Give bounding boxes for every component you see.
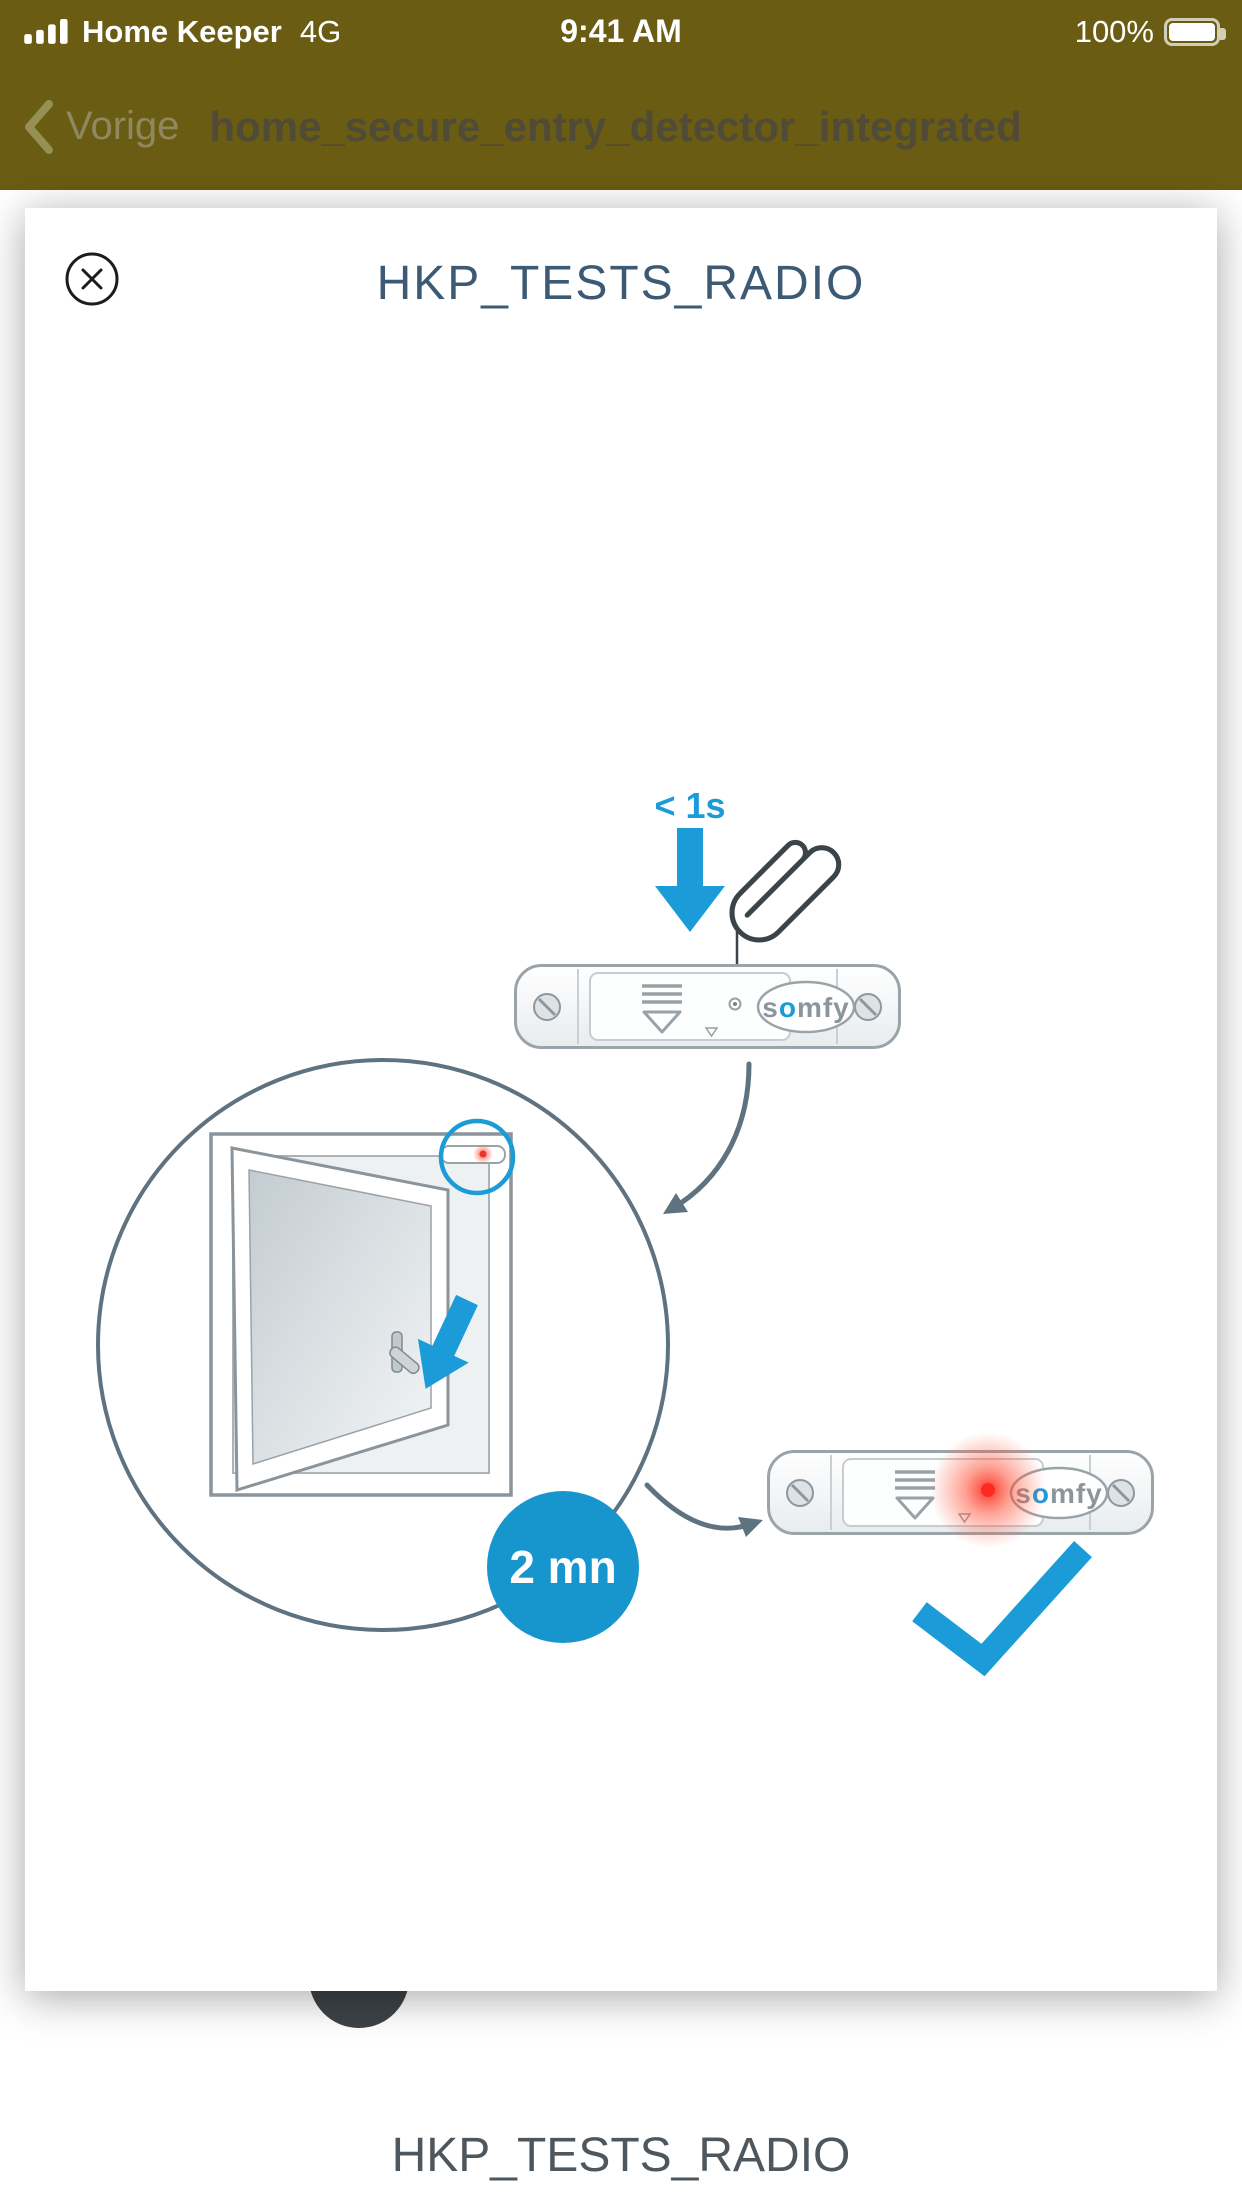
led-dot xyxy=(981,1483,995,1497)
wait-time-badge: 2 mn xyxy=(487,1491,639,1643)
press-duration-label: < 1s xyxy=(654,785,725,826)
press-arrow-icon xyxy=(655,828,725,932)
instruction-illustration: somfy < 1s xyxy=(96,785,1155,1677)
wait-duration-label: 2 mn xyxy=(509,1541,616,1593)
sensor-led xyxy=(479,1150,487,1158)
status-bar: Home Keeper 4G 9:41 AM 100% xyxy=(0,0,1242,63)
window-close-arrow-icon xyxy=(417,1294,478,1389)
detector-device-top xyxy=(513,963,902,1050)
mounted-sensor xyxy=(440,1145,506,1164)
back-button-label: Vorige xyxy=(66,104,180,148)
paperclip-icon xyxy=(729,839,842,943)
background-page-title: HKP_TESTS_RADIO xyxy=(391,2129,851,2182)
back-button[interactable]: Vorige xyxy=(20,98,179,156)
battery-icon xyxy=(1164,17,1226,46)
page-title: home_secure_entry_detector_integrated xyxy=(209,102,1022,150)
nav-bar: Vorige home_secure_entry_detector_integr… xyxy=(0,63,1242,190)
sensor-highlight-ring xyxy=(438,1118,516,1196)
cellular-signal-icon xyxy=(24,18,68,44)
close-button[interactable] xyxy=(63,250,121,308)
success-check-icon xyxy=(912,1541,1092,1677)
window-illustration xyxy=(209,1118,516,1497)
close-icon xyxy=(65,252,119,306)
flow-arrow-1 xyxy=(663,1061,752,1214)
instruction-modal: HKP_TESTS_RADIO xyxy=(25,208,1217,1991)
battery-percent-label: 100% xyxy=(1074,13,1154,49)
chevron-left-icon xyxy=(25,99,53,154)
network-type-label: 4G xyxy=(299,13,342,49)
modal-title: HKP_TESTS_RADIO xyxy=(376,257,866,310)
carrier-label: Home Keeper xyxy=(82,13,282,49)
flow-arrow-2 xyxy=(644,1482,763,1537)
window-handle xyxy=(389,1331,420,1375)
